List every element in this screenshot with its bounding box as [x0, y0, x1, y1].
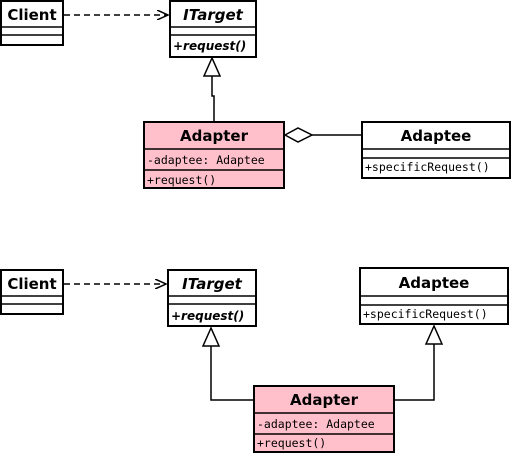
itarget-request-operation: +request()	[173, 39, 246, 53]
client-class-box-2[interactable]: Client	[0, 269, 64, 315]
adaptee-class-box[interactable]: Adaptee +specificRequest()	[361, 121, 511, 179]
adapter-request-operation: +request()	[147, 173, 216, 187]
adapter-class-box[interactable]: Adapter -adaptee: Adaptee +request()	[143, 121, 285, 189]
client-class-name: Client	[7, 6, 56, 24]
itarget-request-operation-2: +request()	[171, 309, 244, 323]
adaptee-class-name: Adaptee	[401, 127, 472, 145]
adapter-adaptee-attribute: -adaptee: Adaptee	[147, 153, 265, 167]
class-adapter-diagram: Client ITarget +request() Adaptee +speci…	[0, 267, 509, 453]
itarget-interface-name: ITarget	[183, 6, 243, 24]
adaptee-class-box-2[interactable]: Adaptee +specificRequest()	[359, 267, 509, 325]
adaptee-specific-request-operation-2: +specificRequest()	[363, 307, 488, 321]
adapter-itarget-realization-line	[211, 76, 215, 121]
adaptee-class-name-2: Adaptee	[399, 274, 470, 292]
object-adapter-diagram: Client ITarget +request() Adapter -adapt…	[0, 0, 511, 189]
itarget-interface-box-2[interactable]: ITarget +request()	[167, 269, 257, 327]
adapter-adaptee-aggregation-diamond	[283, 127, 314, 143]
client-class-name-2: Client	[7, 275, 56, 293]
itarget-interface-name-2: ITarget	[182, 275, 242, 293]
adapter-adaptee-generalization-line	[394, 344, 435, 401]
adapter-class-box-2[interactable]: Adapter -adaptee: Adaptee +request()	[253, 385, 395, 453]
adapter-class-name: Adapter	[180, 127, 249, 145]
adapter-request-operation-2: +request()	[257, 436, 326, 450]
adapter-adaptee-generalization-arrowhead	[424, 324, 444, 345]
adapter-itarget-realization-arrowhead-2	[201, 326, 221, 347]
itarget-interface-box[interactable]: ITarget +request()	[169, 0, 257, 58]
client-class-box[interactable]: Client	[0, 0, 64, 46]
adapter-itarget-realization-line-2	[210, 346, 254, 401]
adaptee-specific-request-operation: +specificRequest()	[365, 160, 490, 174]
adapter-adaptee-attribute-2: -adaptee: Adaptee	[257, 417, 375, 431]
adapter-itarget-realization-arrowhead	[202, 56, 222, 77]
adapter-class-name-2: Adapter	[290, 391, 359, 409]
